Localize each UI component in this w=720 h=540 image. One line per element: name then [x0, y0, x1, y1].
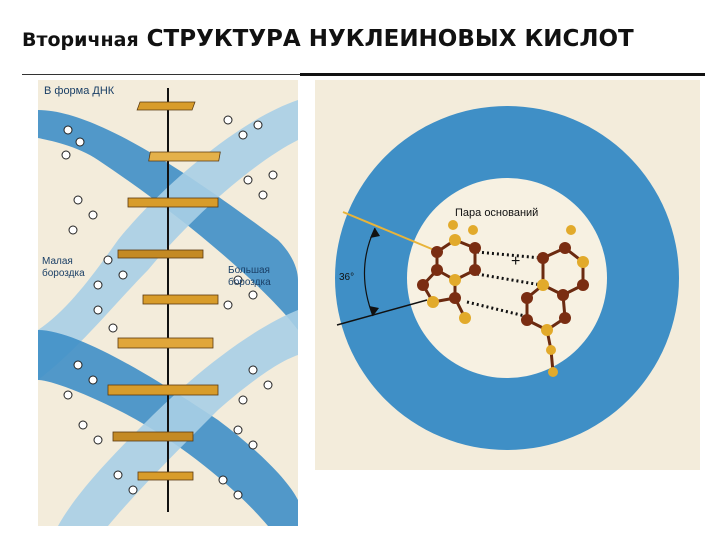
- base-pair-svg: 36°: [315, 80, 700, 470]
- label-minor-groove-2: бороздка: [42, 267, 85, 279]
- angle-line-upper: [342, 211, 440, 253]
- label-plus: +: [511, 253, 520, 270]
- base-pair-top-view-figure: 36°: [315, 80, 700, 470]
- base-pair-plates: [107, 101, 221, 481]
- hydrogen-bonds: [466, 250, 542, 318]
- label-b-form: В форма ДНК: [44, 85, 115, 97]
- angle-line-lower: [336, 299, 428, 326]
- label-angle: 36°: [339, 272, 354, 283]
- dna-helix-svg: В форма ДНК Малая бороздка Большая бороз…: [38, 80, 298, 526]
- title-underline-thick: [300, 73, 705, 76]
- title-part-2: СТРУКТУРА НУКЛЕИНОВЫХ КИСЛОТ: [146, 26, 634, 52]
- page-title: Вторичная СТРУКТУРА НУКЛЕИНОВЫХ КИСЛОТ: [22, 26, 634, 52]
- angle-arrow-top: [370, 228, 380, 238]
- label-major-groove-2: бороздка: [228, 276, 271, 288]
- dna-helix-figure: В форма ДНК Малая бороздка Большая бороз…: [38, 80, 298, 526]
- title-underline-thin: [22, 74, 300, 75]
- angle-arrow-bottom: [369, 306, 379, 316]
- label-base-pair: Пара оснований: [455, 207, 538, 219]
- label-major-groove-1: Большая: [228, 265, 270, 276]
- title-part-1: Вторичная: [22, 29, 139, 51]
- label-minor-groove-1: Малая: [42, 256, 73, 267]
- base-pair-atoms: [417, 220, 589, 377]
- backbone-atoms: [61, 115, 278, 500]
